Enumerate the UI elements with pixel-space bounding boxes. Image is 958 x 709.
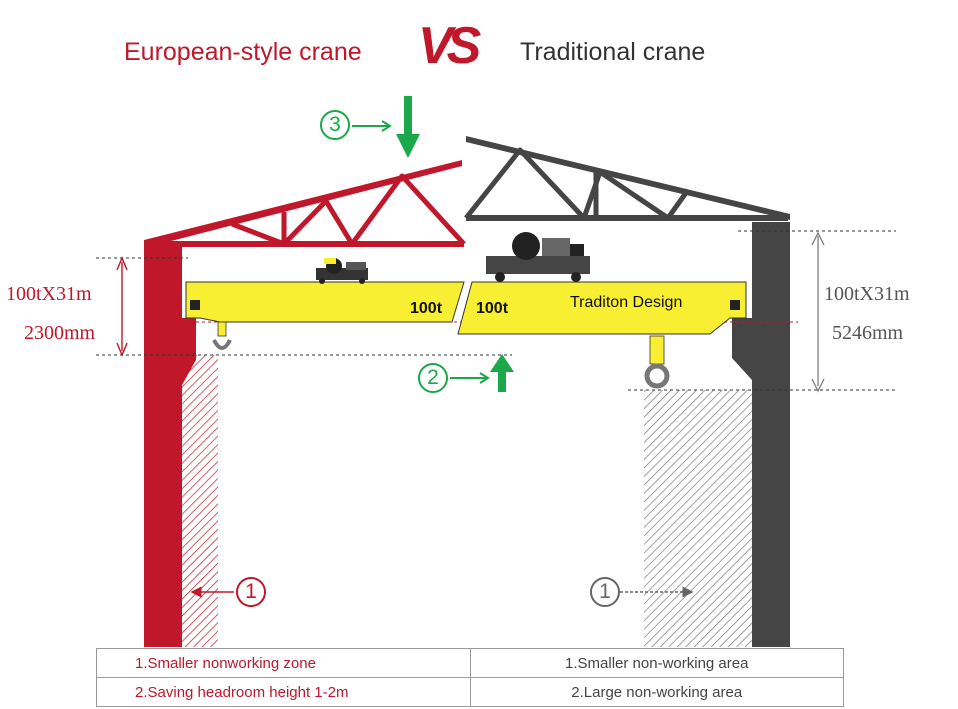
left-trolley	[316, 258, 368, 284]
right-end-carriage	[730, 300, 740, 310]
green-pointer-lines	[352, 120, 490, 384]
left-dimension-arrow	[116, 256, 128, 357]
table-row: 1.Smaller nonworking zone 1.Smaller non-…	[96, 648, 844, 678]
left-spec-label: 100tX31m	[6, 283, 92, 305]
right-roof-truss	[464, 136, 790, 221]
marker-two: 2	[418, 363, 448, 393]
left-capacity-label: 100t	[410, 300, 443, 317]
vs-logo: VS	[418, 17, 481, 75]
marker-three: 3	[320, 110, 350, 140]
title-traditional: Traditional crane	[520, 38, 706, 66]
table-cell: 1.Smaller non-working area	[469, 648, 844, 678]
green-arrow-down	[396, 96, 420, 158]
table-cell: 1.Smaller nonworking zone	[96, 648, 471, 678]
green-arrow-up	[490, 354, 514, 392]
right-trolley	[486, 232, 590, 282]
right-hook	[644, 335, 670, 389]
comparison-table: 1.Smaller nonworking zone 1.Smaller non-…	[96, 648, 844, 707]
right-girder	[457, 281, 747, 335]
table-cell: 2.Large non-working area	[469, 677, 844, 707]
right-design-label: Traditon Design	[570, 294, 683, 311]
left-end-carriage	[190, 300, 200, 310]
right-column	[732, 222, 790, 647]
right-capacity-label: 100t	[476, 300, 509, 317]
right-height-label: 5246mm	[832, 322, 904, 344]
left-column	[144, 246, 196, 647]
marker-one-right: 1	[590, 577, 620, 607]
title-european: European-style crane	[124, 38, 362, 66]
table-row: 2.Saving headroom height 1-2m 2.Large no…	[96, 677, 844, 707]
table-cell: 2.Saving headroom height 1-2m	[96, 677, 471, 707]
left-hook	[212, 321, 232, 350]
marker-one-left: 1	[236, 577, 266, 607]
left-height-label: 2300mm	[24, 322, 96, 344]
reference-lines	[96, 230, 896, 391]
left-nonworking-zone	[182, 355, 218, 647]
left-roof-truss	[144, 160, 466, 248]
right-dimension-arrow	[811, 231, 825, 393]
right-spec-label: 100tX31m	[824, 283, 910, 305]
right-nonworking-zone	[644, 390, 752, 647]
